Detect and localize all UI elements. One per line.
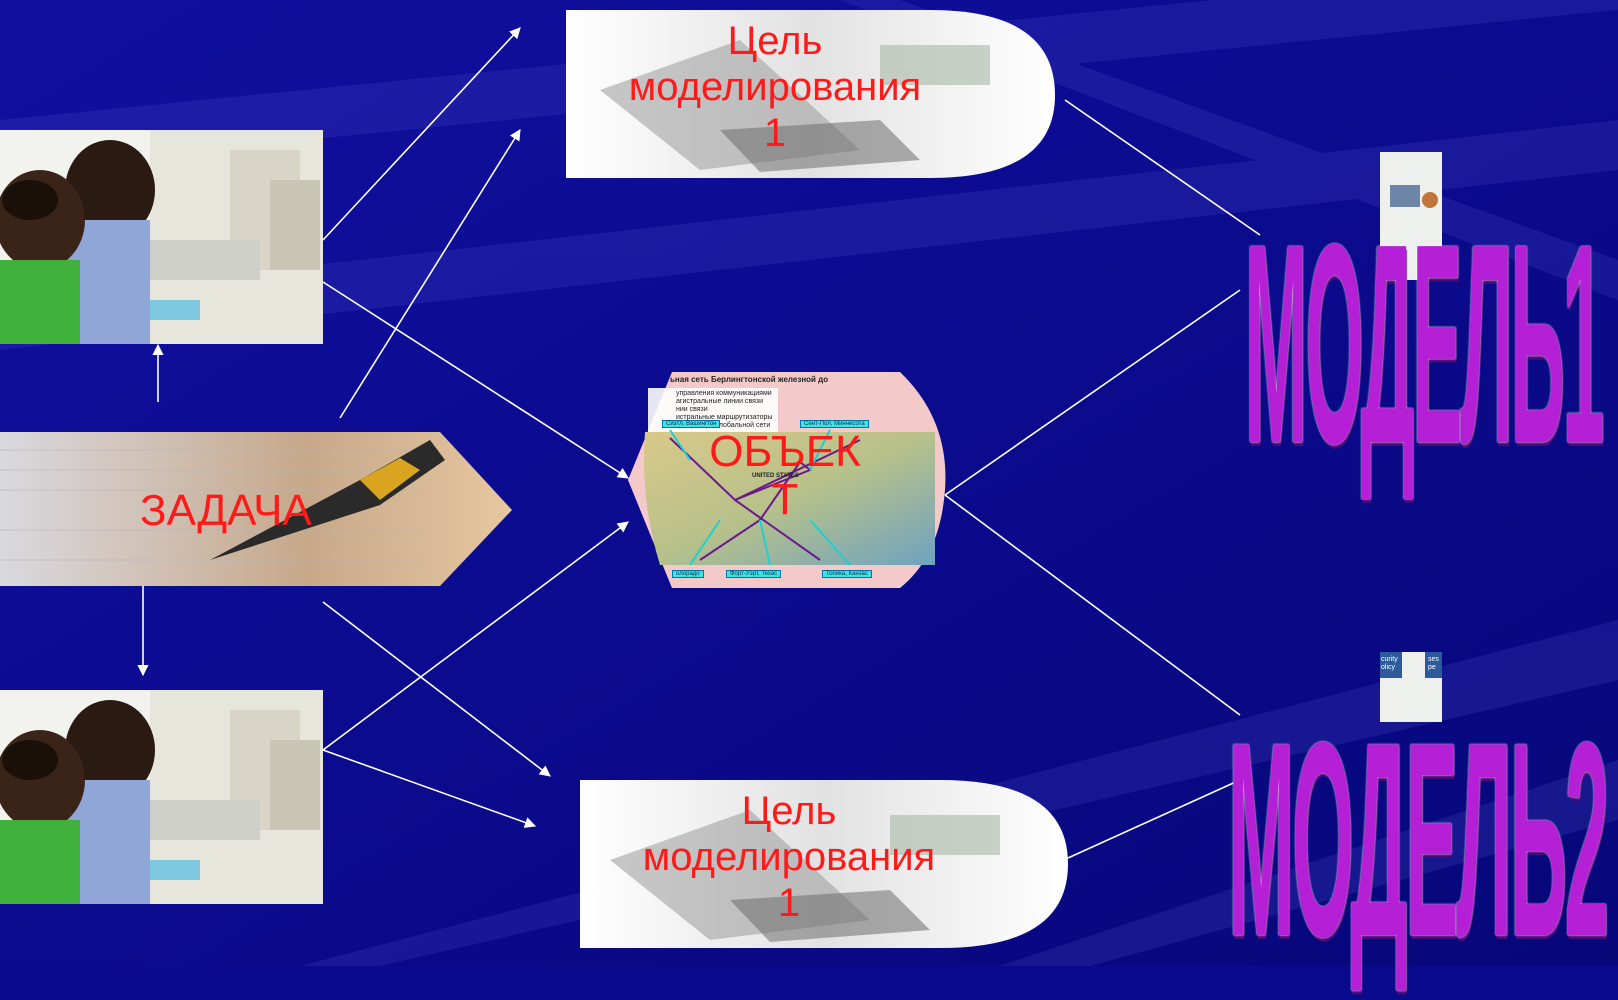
map-legend-item: центраторы глобальной сети bbox=[676, 422, 771, 429]
goal-bottom-label: Цель моделирования 1 bbox=[604, 788, 974, 926]
map-legend: управления коммуникациями агистральные л… bbox=[676, 390, 772, 430]
object-line: Т bbox=[771, 475, 799, 524]
goal-bottom-line: Цель bbox=[741, 789, 837, 833]
connectors bbox=[137, 27, 1261, 859]
model2-icon-text: curity bbox=[1381, 656, 1398, 663]
model1-label: МОДЕЛЬ1 bbox=[1245, 183, 1605, 504]
map-legend-item: истральные маршрутизаторы bbox=[676, 414, 773, 421]
map-legend-item: агистральные линии связи bbox=[676, 398, 763, 405]
model2-icon-text: pe bbox=[1428, 664, 1436, 671]
map-title: ьная сеть Берлингтонской железной до bbox=[670, 375, 829, 384]
goal-top-label: Цель моделирования 1 bbox=[590, 18, 960, 156]
object-label: ОБЪЕК Т bbox=[690, 428, 880, 524]
goal-top-line: моделирования bbox=[628, 65, 922, 109]
map-legend-item: управления коммуникациями bbox=[676, 390, 772, 397]
task-label: ЗАДАЧА bbox=[140, 486, 312, 535]
students-photo-bottom bbox=[0, 690, 323, 904]
background bbox=[0, 0, 1618, 966]
model2-icon-text: ses bbox=[1428, 656, 1439, 663]
map-tag: Сиэтл, Вашингтон bbox=[662, 420, 721, 428]
map-tag: Сент-Пол, Миннесота bbox=[800, 420, 869, 428]
map-country-label: UNITED STATES bbox=[752, 473, 799, 479]
goal-bottom-line: 1 bbox=[777, 881, 801, 925]
model2-icon-text: olicy bbox=[1381, 664, 1396, 671]
goal-bottom-line: моделирования bbox=[642, 835, 936, 879]
goal-top-shape bbox=[566, 10, 1055, 178]
object-line: ОБЪЕК bbox=[709, 427, 861, 476]
goal-bottom-shape bbox=[580, 780, 1068, 948]
students-photo-top bbox=[0, 130, 323, 344]
map-tag: Топика, Канзас bbox=[822, 570, 872, 578]
goal-top-line: 1 bbox=[763, 111, 787, 155]
goal-top-line: Цель bbox=[727, 19, 823, 63]
map-tag: Форт-Уэрт, Техас bbox=[726, 570, 782, 578]
map-tag: олорадо bbox=[672, 570, 704, 578]
map-legend-item: нии связи bbox=[676, 406, 708, 413]
model2-label: МОДЕЛЬ2 bbox=[1228, 683, 1609, 995]
task-arrow-shape bbox=[0, 432, 512, 586]
model2-icon bbox=[1380, 652, 1442, 722]
model1-icon bbox=[1380, 152, 1442, 280]
